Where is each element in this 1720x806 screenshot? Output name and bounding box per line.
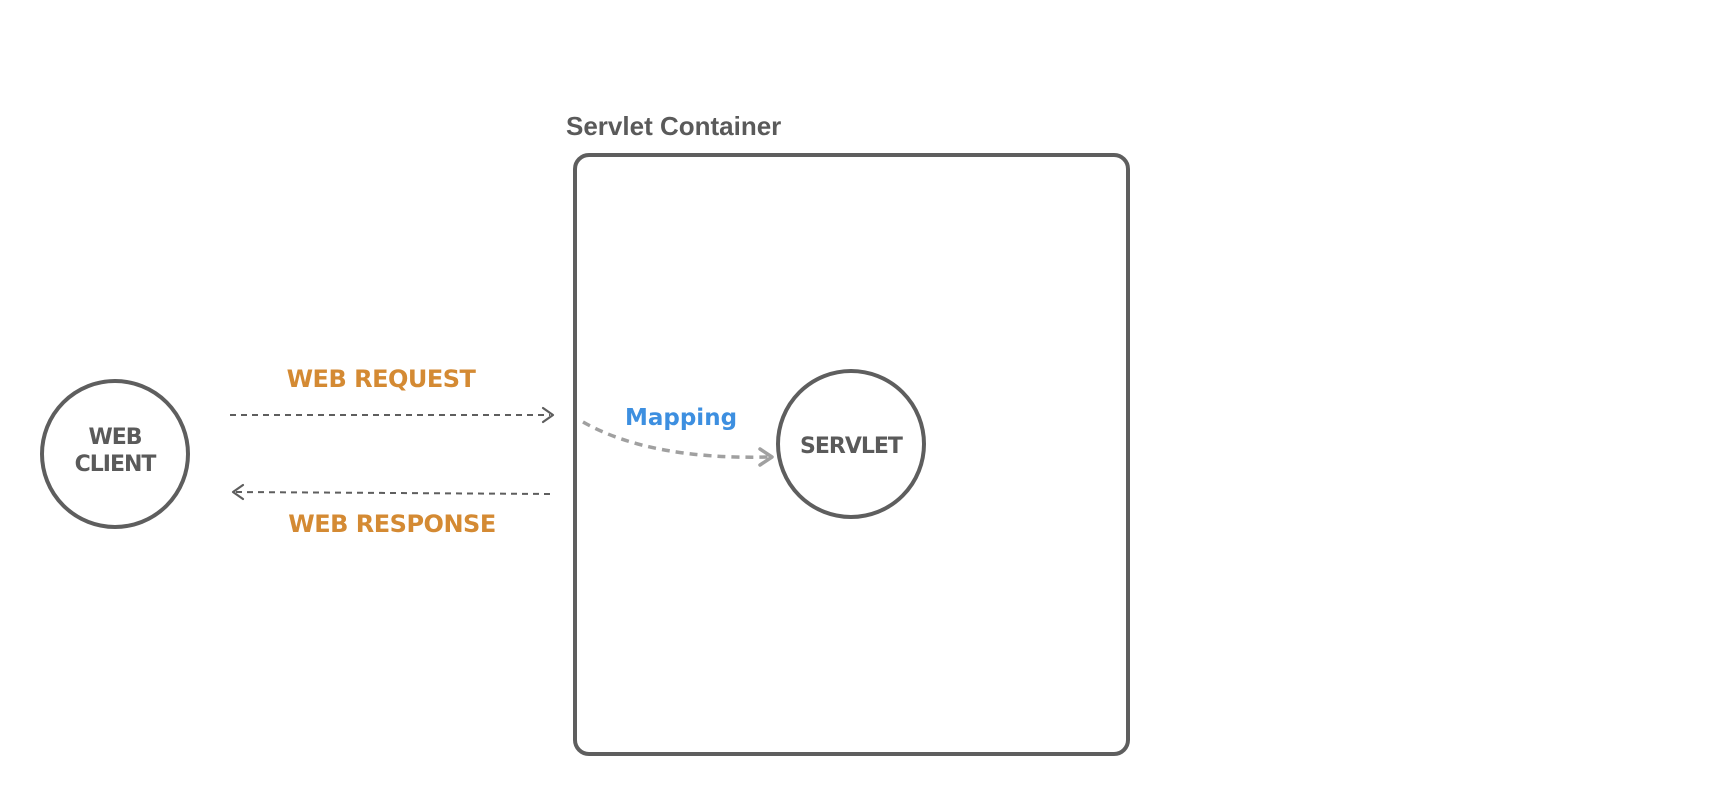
- mapping-label: Mapping: [625, 405, 737, 431]
- servlet-node: SERVLET: [776, 369, 926, 519]
- servlet-container-box: [573, 153, 1130, 756]
- web-response-label: WEB RESPONSE: [288, 510, 495, 538]
- web-client-label-line1: WEB: [88, 425, 141, 450]
- mapping-arrow: [582, 420, 774, 467]
- web-request-label: WEB REQUEST: [287, 365, 477, 393]
- web-client-node: WEB CLIENT: [40, 379, 190, 529]
- web-request-arrow: [230, 406, 555, 424]
- web-client-label-line2: CLIENT: [75, 452, 157, 477]
- web-response-arrow: [231, 483, 551, 501]
- servlet-label: SERVLET: [800, 434, 903, 459]
- web-client-circle: [40, 379, 190, 529]
- servlet-circle: [776, 369, 926, 519]
- container-title: Servlet Container: [566, 111, 781, 141]
